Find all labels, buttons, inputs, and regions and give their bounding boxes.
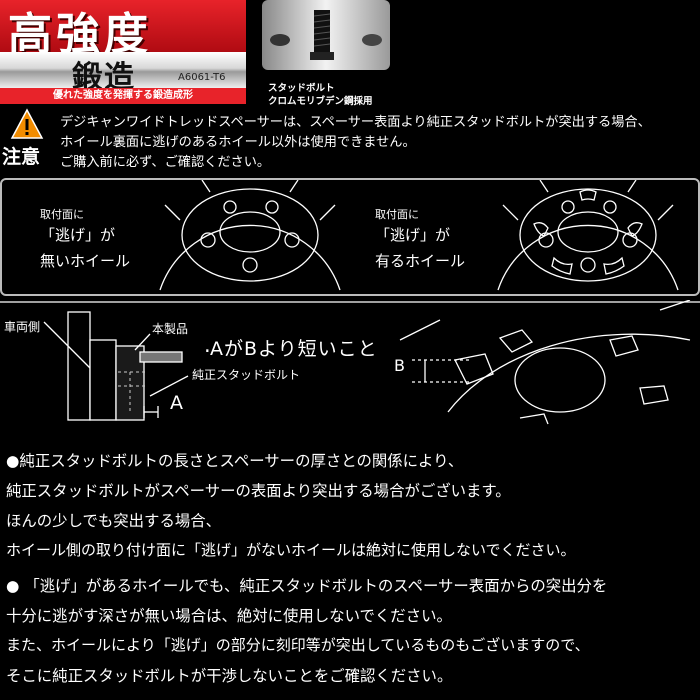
wheel-without-relief-diagram [150,179,350,299]
badge-tagline: 優れた強度を発揮する鍛造成形 [0,88,246,104]
note-line-5: ● 「逃げ」があるホイールでも、純正スタッドボルトのスペーサー表面からの突出分を [6,577,608,595]
note-line-3: ほんの少しでも突出する場合、 [6,512,222,530]
warning-icon [10,108,44,140]
badge-red-band [0,0,246,52]
right-wheel-label-3: 有るホイール [375,252,466,270]
left-wheel-label-2: 「逃げ」が [40,226,116,244]
stud-bolt-label: 純正スタッドボルト [192,368,301,382]
note-line-7: また、ホイールにより「逃げ」の部分に刻印等が突出しているものもございますので、 [6,636,590,654]
dimension-b-label: B [394,356,405,375]
right-wheel-label-1: 取付面に [375,208,419,221]
badge-title: 高強度 [8,9,152,60]
product-label: 本製品 [152,322,189,336]
left-wheel-label-3: 無いホイール [40,252,131,270]
note-line-8: そこに純正スタッドボルトが干渉しないことをご確認ください。 [6,667,453,685]
warning-line-2: ホイール裏面に逃げのあるホイール以外は使用できません。 [60,135,416,150]
note-line-1: ●純正スタッドボルトの長さとスペーサーの厚さとの関係により、 [6,452,464,470]
svg-text:.: . [204,333,211,357]
length-rule-text: AがBより短いこと [210,338,378,360]
stud-bolt-photo [262,0,390,78]
right-wheel-label-2: 「逃げ」が [375,226,451,244]
product-badge: 高強度 鍛造 A6061-T6 優れた強度を発揮する鍛造成形 [0,0,246,104]
bolt-caption: スタッドボルト [268,83,335,94]
note-line-4: ホイール側の取り付け面に「逃げ」がないホイールは絶対に使用しないでください。 [6,541,576,559]
wheel-with-relief-diagram [488,179,688,299]
vehicle-side-label: 車両側 [4,320,41,334]
cross-section-diagram: . [0,299,700,429]
warning-line-3: ご購入前に必ず、ご確認ください。 [60,155,271,170]
caution-heading: 注意 [2,146,41,168]
badge-material: A6061-T6 [178,72,226,83]
wheel-comparison-box [0,178,700,296]
bolt-material-caption: クロムモリブデン鋼採用 [268,96,373,107]
note-line-2: 純正スタッドボルトがスペーサーの表面より突出する場合がございます。 [6,482,511,500]
badge-silver-band [0,52,246,88]
note-line-6: 十分に逃がす深さが無い場合は、絶対に使用しないでください。 [6,607,452,625]
warning-line-1: デジキャンワイドトレッドスペーサーは、スペーサー表面より純正スタッドボルトが突出… [60,115,651,130]
left-wheel-label-1: 取付面に [40,208,84,221]
dimension-a-label: A [170,392,183,414]
